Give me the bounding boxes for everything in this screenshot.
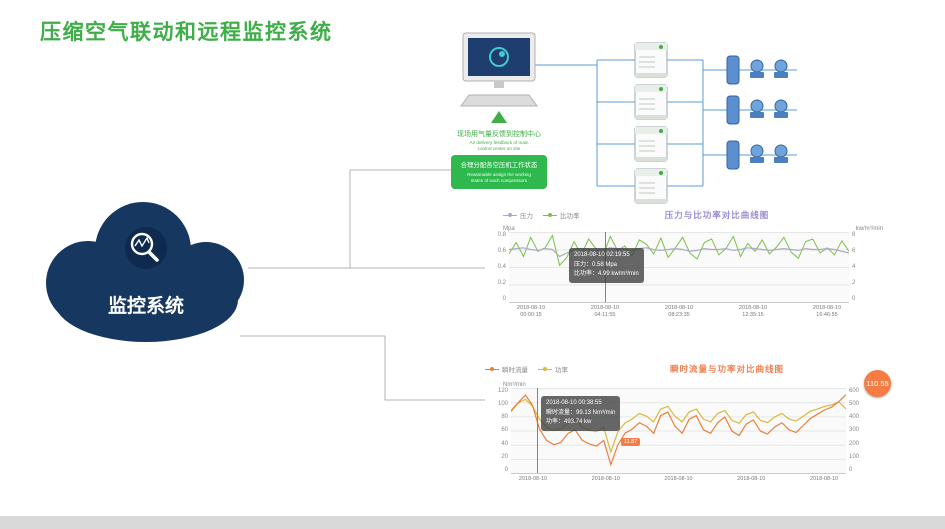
- footer-strip: [0, 516, 945, 529]
- air-equipment-rows: [726, 55, 788, 170]
- cloud-shape: [46, 202, 244, 342]
- chart1-left-axis-label: Mpa: [503, 226, 515, 232]
- air-equipment-icon: [726, 140, 788, 170]
- chart1-right-axis-label: kw/m³/min: [855, 226, 883, 232]
- assign-caption-en2: states of each compressors: [471, 178, 528, 183]
- legend-label: 瞬时流量: [502, 367, 528, 374]
- magnifier-chart-icon: [125, 227, 167, 269]
- compressor-icon: [634, 42, 668, 78]
- legend-label: 功率: [555, 367, 568, 374]
- legend-item-power: 功率: [538, 364, 568, 374]
- feedback-caption-en2: control center on site: [478, 146, 521, 151]
- assign-caption-en1: Reasonable assign the working: [467, 172, 531, 177]
- legend-item-pressure: 压力: [503, 210, 533, 220]
- specific-power-line-icon: [543, 213, 557, 217]
- legend-label: 比功率: [560, 213, 580, 220]
- chart2-legend: 瞬时流量 功率: [485, 364, 613, 374]
- flow-series-line: [511, 394, 846, 467]
- air-equipment-icon: [726, 55, 788, 85]
- chart2-x-labels: 2018-08-10 2018-08-10 2018-08-10 2018-08…: [518, 476, 839, 482]
- low-value-marker: 11.87: [621, 438, 641, 446]
- control-computer-icon: [460, 32, 538, 107]
- assign-box: 合理分配各空压机工作状态 Reasonable assign the worki…: [451, 155, 547, 189]
- system-diagram: 现场用气量反馈到控制中心 Air delivery feedback of ma…: [435, 5, 940, 207]
- chart2-time-marker-line: [537, 388, 538, 473]
- compressor-icon: [634, 126, 668, 162]
- feedback-caption-cn: 现场用气量反馈到控制中心: [457, 129, 541, 138]
- pressure-line-icon: [503, 213, 517, 217]
- compressor-icon: [634, 84, 668, 120]
- legend-item-specific-power: 比功率: [543, 210, 580, 220]
- chart2-title: 瞬时流量与功率对比曲线图: [669, 364, 784, 374]
- piping-lines: [535, 59, 797, 187]
- air-equipment-icon: [726, 95, 788, 125]
- flow-line-icon: [485, 367, 499, 371]
- peak-value-badge: 110.55: [864, 370, 891, 397]
- chart1-title: 压力与比功率对比曲线图: [664, 210, 770, 220]
- chart1-legend: 压力 比功率: [485, 210, 597, 220]
- compressor-units: [634, 42, 668, 204]
- monitoring-cloud: 监控系统: [28, 188, 272, 358]
- specific-power-series-line: [509, 234, 849, 267]
- flow-power-chart: 110.55 瞬时流量 功率 瞬时流量与功率对比曲线图 Nm³/min: [485, 362, 891, 483]
- assign-caption-cn: 合理分配各空压机工作状态: [461, 160, 538, 169]
- chart2-plot-area: 2018-08-10 00:38:55 瞬时流量：99.13 Nm³/min 功…: [511, 388, 846, 474]
- chart2-tooltip: 2018-08-10 00:38:55 瞬时流量：99.13 Nm³/min 功…: [541, 396, 621, 431]
- compressor-icon: [634, 168, 668, 204]
- power-line-icon: [538, 367, 552, 371]
- chart1-tooltip: 2018-08-10 02:19:55 压力：0.58 Mpa 比功率：4.99…: [569, 248, 644, 283]
- legend-item-flow: 瞬时流量: [485, 364, 528, 374]
- legend-label: 压力: [520, 213, 533, 220]
- page-title: 压缩空气联动和远程监控系统: [40, 21, 333, 44]
- up-arrow-icon: [491, 111, 507, 123]
- chart1-plot-area: 2018-08-10 02:19:55 压力：0.58 Mpa 比功率：4.99…: [509, 232, 849, 303]
- chart2-left-axis-label: Nm³/min: [503, 382, 526, 388]
- pressure-series-line: [509, 247, 849, 258]
- feedback-caption-en1: Air delivery feedback of main: [470, 140, 529, 145]
- cloud-label: 监控系统: [108, 294, 184, 317]
